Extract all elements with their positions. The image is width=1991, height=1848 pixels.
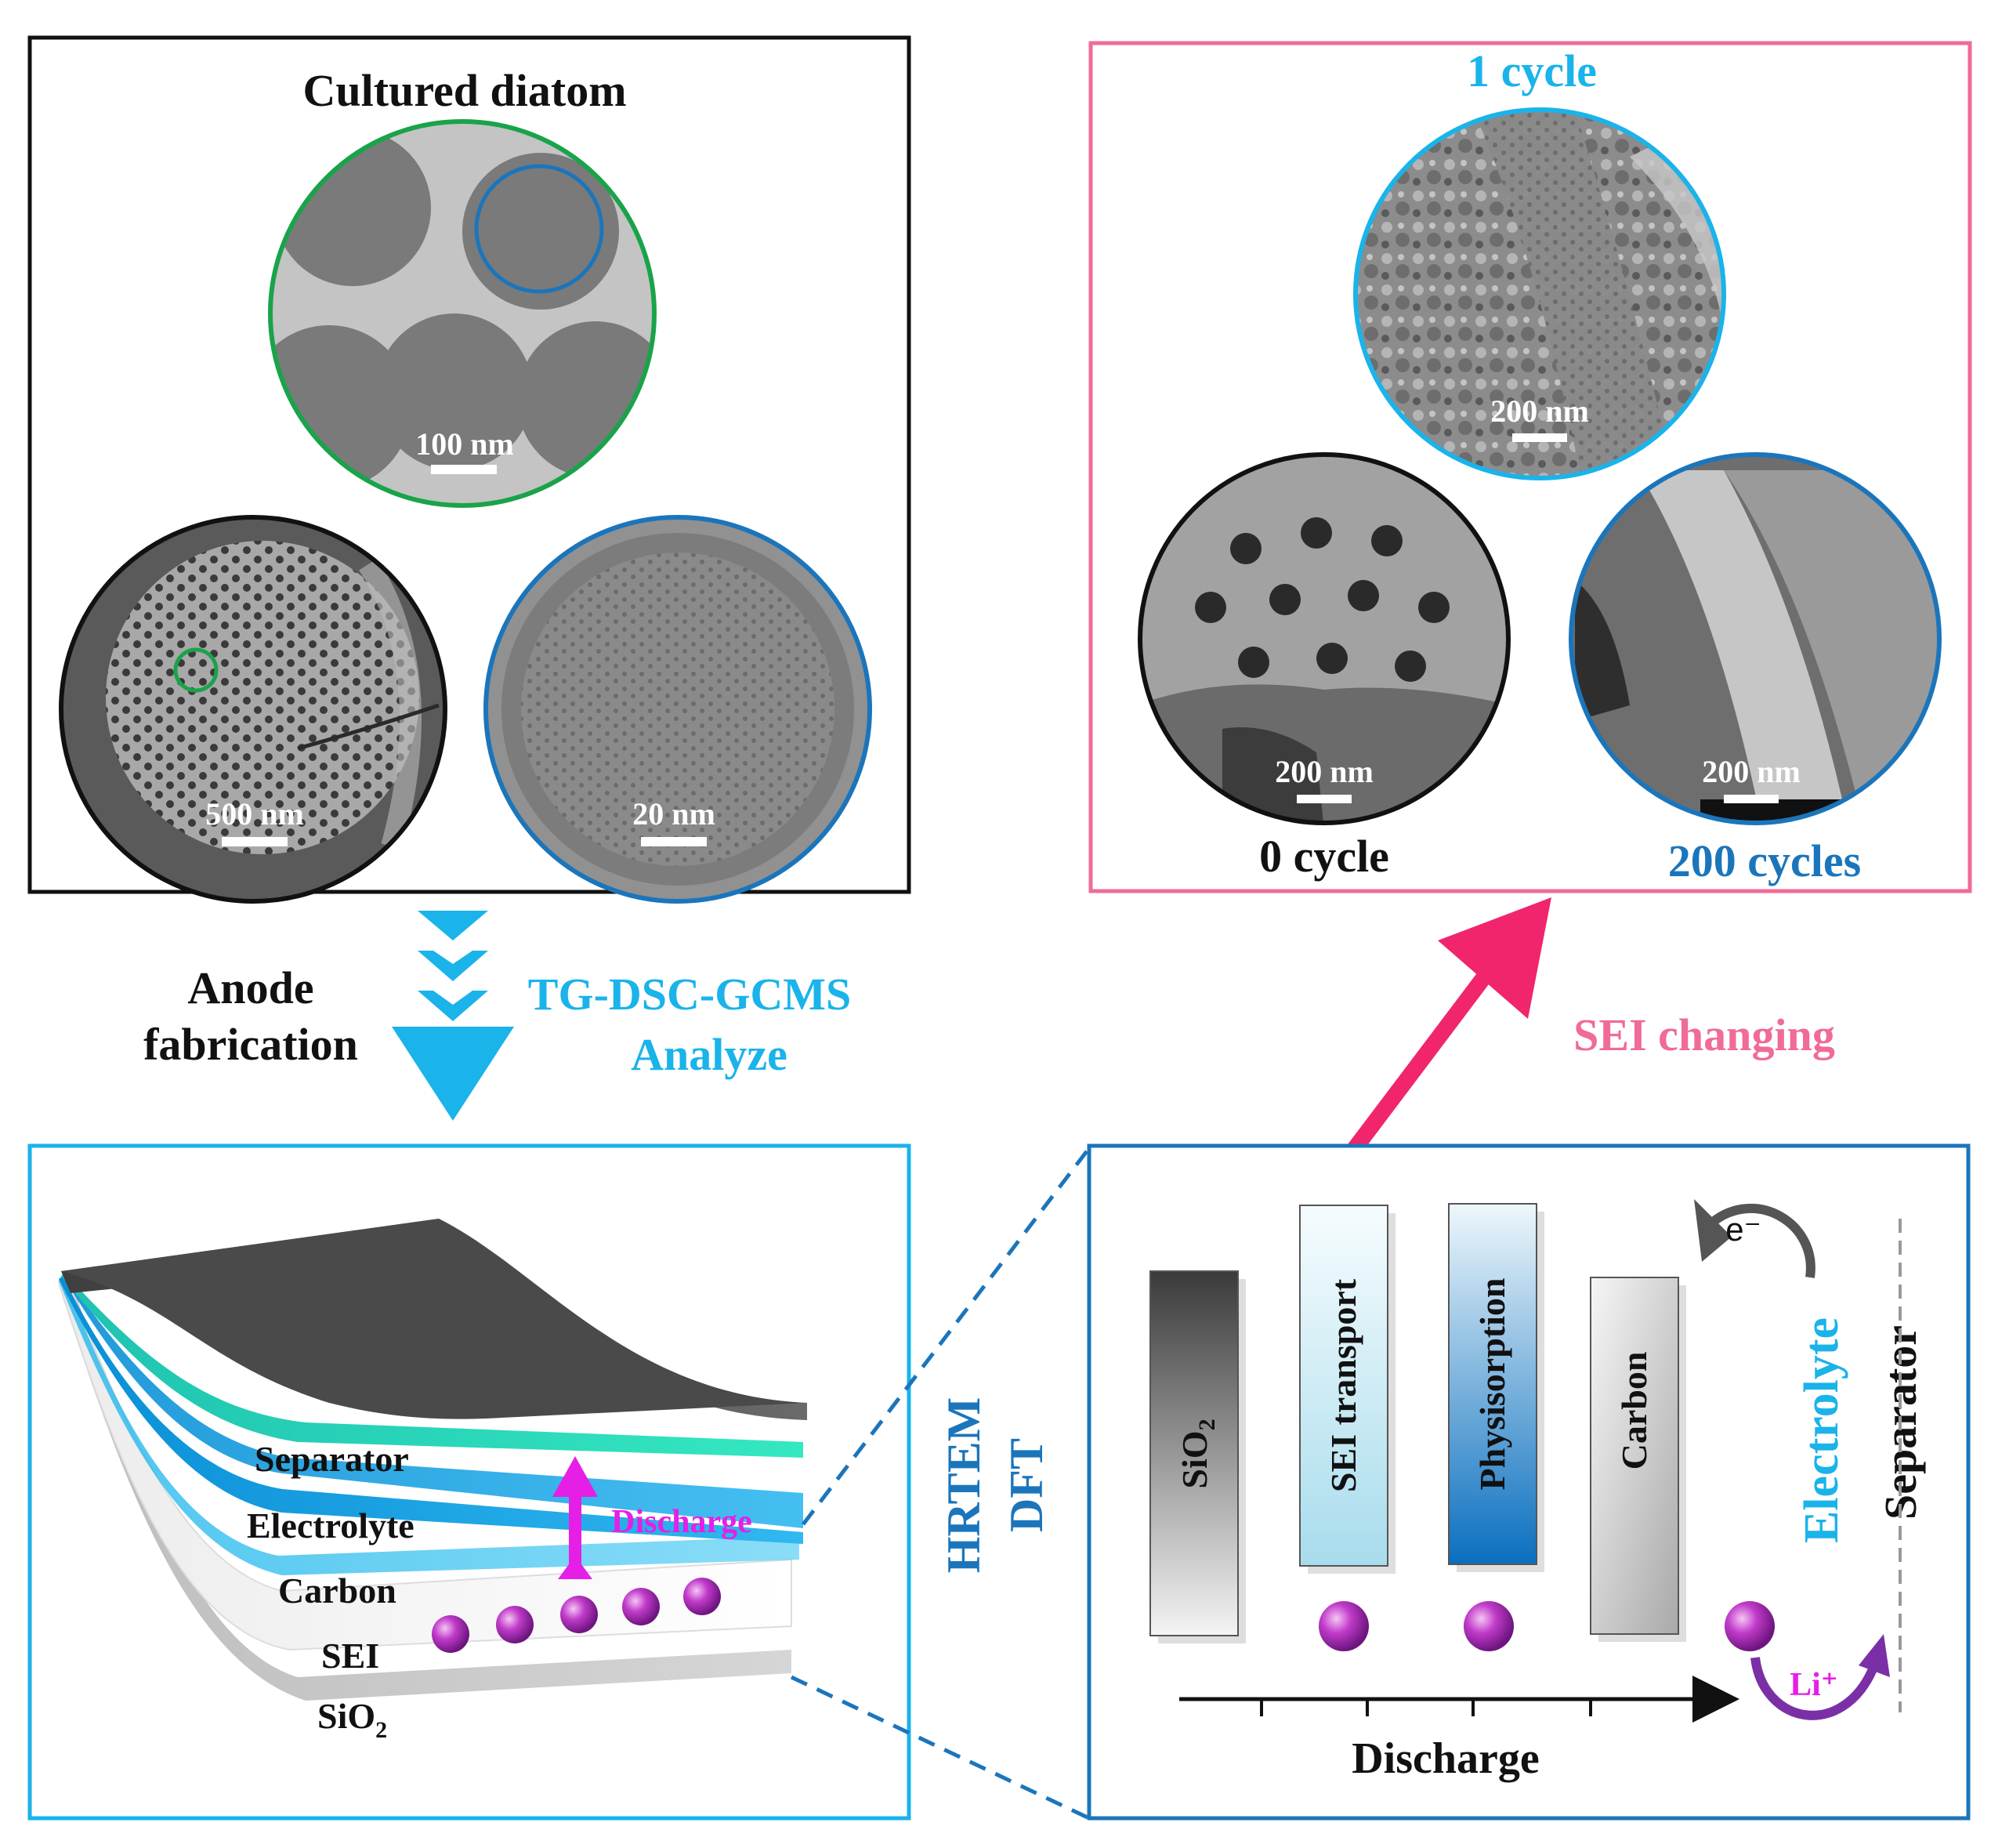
anode-sio2-label: SiO2 [317,1696,387,1743]
li-ion [1725,1601,1775,1651]
scale-label-200-cycles: 200 nm [1702,754,1801,789]
sem-1-cycle: 200 nm [1353,107,1726,480]
li-ion [622,1588,660,1625]
tg-dsc-gcms-line2: Analyze [631,1029,787,1080]
scale-label-0-cycle: 200 nm [1275,754,1374,789]
scale-label-1-cycle: 200 nm [1490,393,1589,429]
sem-0-cycle: 200 nm [1138,452,1511,825]
sem-20nm: 20 nm [483,515,872,904]
scale-bar-1-cycle [1512,433,1567,442]
flow-section: Anode fabrication TG-DSC-GCMS Analyze SE… [143,897,1835,1169]
anode-sio2-sub: 2 [375,1717,387,1743]
zoom-connector [790,1147,1091,1821]
label-200-cycles: 200 cycles [1668,835,1861,886]
anode-fabrication-line2: fabrication [143,1019,358,1070]
bar-sio2-label: SiO2 [1175,1419,1220,1488]
hrtem-label: HRTEM [938,1397,990,1574]
diatom-panel: Cultured diatom 100 nm [27,35,911,904]
dft-label: DFT [1001,1438,1052,1532]
bar-sei-transport [1299,1205,1388,1567]
chevron-down-icon [392,911,514,1121]
anode-carbon-label: Carbon [278,1571,396,1611]
li-ion [432,1615,469,1653]
bar-carbon [1590,1277,1679,1635]
scale-label-100: 100 nm [415,426,514,462]
li-ion [496,1606,534,1643]
bar-sio2-base: SiO [1175,1430,1215,1488]
bar-physisorption-label: Physisorption [1472,1278,1512,1491]
li-ions [432,1578,721,1653]
sem-100nm: 100 nm [268,119,657,508]
scale-bar-500 [222,837,288,846]
bar-sio2 [1149,1270,1239,1636]
layer-sio2 [59,1277,791,1701]
sei-changing-arrow [1336,897,1551,1169]
li-ion [560,1596,598,1633]
electrolyte-vertical-label: Electrolyte [1795,1317,1848,1543]
anode-panel: Discharge Separator Electrolyte Carbon S… [27,1143,911,1821]
anode-sei-label: SEI [321,1636,379,1676]
scale-label-20: 20 nm [632,796,715,832]
anode-fabrication-line1: Anode [187,962,313,1013]
label-0-cycle: 0 cycle [1259,831,1389,882]
layer-green [61,1273,803,1458]
electron-cycle-icon [1694,1199,1815,1278]
mechanism-discharge-label: Discharge [1352,1734,1540,1783]
label-1-cycle: 1 cycle [1467,45,1597,96]
cycles-panel: 1 cycle 200 nm [1088,41,1972,893]
sei-changing-label: SEI changing [1573,1009,1835,1060]
tg-dsc-gcms-line1: TG-DSC-GCMS [528,969,851,1020]
electron-label: e⁻ [1725,1211,1761,1248]
scale-bar-20 [641,837,707,846]
anode-separator-label: Separator [255,1439,409,1479]
scale-bar-100 [431,465,497,474]
bar-sei-transport-label: SEI transport [1323,1278,1363,1492]
anode-sio2-base: SiO [317,1696,375,1736]
scale-bar-0-cycle [1297,795,1352,803]
bar-sio2-sub: 2 [1194,1419,1220,1430]
sem-200-cycles: 200 nm [1569,452,1942,825]
layer-carbon [59,1276,799,1575]
discharge-arrow-up-icon [552,1456,598,1579]
zoom-marker-blue [474,164,604,294]
li-ion [683,1578,721,1615]
anode-discharge-label: Discharge [611,1504,752,1540]
li-ion-label: Li⁺ [1790,1667,1838,1703]
diatom-title: Cultured diatom [302,65,626,116]
mechanism-panel: SiO2 SEI transport Physisorption Carbon … [1087,1143,1971,1821]
scale-bar-200-cycles [1724,795,1779,803]
zoom-marker-green [173,647,219,693]
li-ion [1464,1601,1514,1651]
bar-physisorption [1448,1203,1537,1565]
sem-500nm: 500 nm [59,515,447,904]
li-transfer-arrow-icon [1750,1634,1890,1720]
discharge-axis [1179,1676,1739,1723]
anode-electrolyte-label: Electrolyte [247,1506,414,1545]
bar-carbon-label: Carbon [1614,1352,1654,1470]
li-ion [1319,1601,1369,1651]
scale-label-500: 500 nm [205,796,304,832]
